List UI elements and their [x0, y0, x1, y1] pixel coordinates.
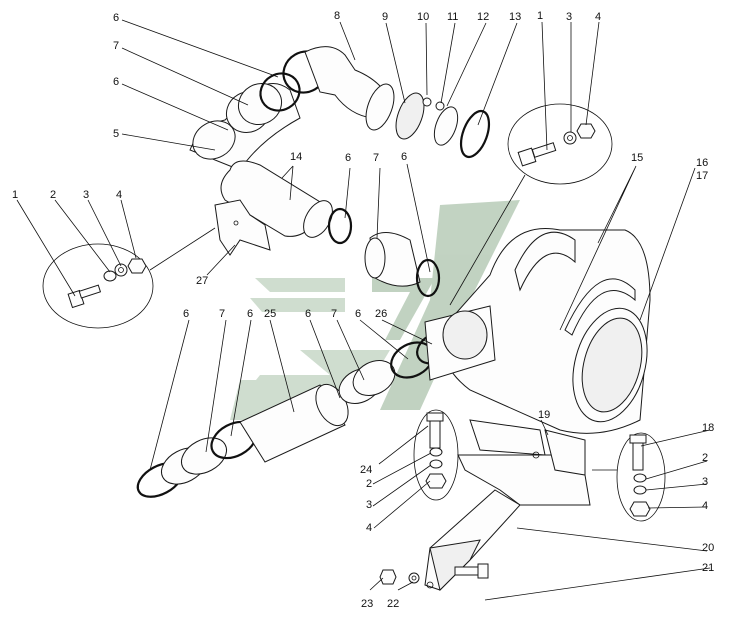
callout-4-right: 4 — [702, 500, 708, 512]
callout-16: 16 — [696, 157, 708, 169]
callout-4-left: 4 — [116, 189, 122, 201]
callout-4-center: 4 — [366, 522, 372, 534]
callout-2-right: 2 — [702, 452, 708, 464]
callout-12: 12 — [477, 11, 489, 23]
callout-3-left: 3 — [83, 189, 89, 201]
callout-15: 15 — [631, 152, 643, 164]
callout-9: 9 — [382, 11, 388, 23]
strap-15a — [514, 231, 576, 292]
callout-3-right: 3 — [702, 476, 708, 488]
callout-21: 21 — [702, 562, 714, 574]
flange-9 — [395, 92, 425, 140]
callout-8: 8 — [334, 10, 340, 22]
support-frame — [424, 419, 591, 591]
callout-6-lower-c: 6 — [305, 308, 311, 320]
callout-10: 10 — [417, 11, 429, 23]
callout-19: 19 — [538, 409, 550, 421]
callout-6-lower-d: 6 — [355, 308, 361, 320]
detail-ellipse-upper-right — [449, 103, 613, 306]
callout-4-upper: 4 — [595, 11, 601, 23]
callout-labels-all: 6 7 6 5 8 9 10 11 12 13 1 3 4 1 2 3 4 14… — [12, 10, 714, 610]
callout-3-upper: 3 — [566, 11, 572, 23]
strap-15b — [564, 278, 636, 336]
callout-6-lower-a: 6 — [183, 308, 189, 320]
callout-18: 18 — [702, 422, 714, 434]
callout-6-mid: 6 — [345, 152, 351, 164]
callout-17: 17 — [696, 170, 708, 182]
callout-27: 27 — [196, 275, 208, 287]
nut-10 — [422, 97, 432, 107]
leader-lines — [16, 19, 711, 601]
callout-7-mid: 7 — [373, 152, 379, 164]
callout-2-left: 2 — [50, 189, 56, 201]
bracket-27 — [214, 199, 271, 256]
callout-7-lower-a: 7 — [219, 308, 225, 320]
callout-22: 22 — [387, 598, 399, 610]
callout-13: 13 — [509, 11, 521, 23]
lower-pipe-run — [136, 331, 456, 498]
callout-25: 25 — [264, 308, 276, 320]
washer-11 — [435, 101, 445, 111]
callout-20: 20 — [702, 542, 714, 554]
callout-1-left: 1 — [12, 189, 18, 201]
washer-2-left — [103, 270, 117, 282]
callout-24: 24 — [360, 464, 372, 476]
silencer-body — [424, 228, 651, 434]
callout-6-lower-b: 6 — [247, 308, 253, 320]
callout-7-lower-b: 7 — [331, 308, 337, 320]
callout-26: 26 — [375, 308, 387, 320]
clamp-13 — [459, 109, 491, 159]
callout-2-center: 2 — [366, 478, 372, 490]
callout-6-mid2: 6 — [401, 151, 407, 163]
lock-washer-3-left — [114, 263, 128, 277]
detail-ellipse-lower-center — [413, 409, 459, 501]
bolt-1-left — [67, 284, 102, 309]
nut-4-left — [127, 258, 147, 274]
callout-23: 23 — [361, 598, 373, 610]
callout-1-upper: 1 — [537, 10, 543, 22]
middle-sleeve — [327, 207, 441, 298]
bolt-21 — [454, 563, 489, 579]
callout-14: 14 — [290, 151, 302, 163]
gasket-12 — [433, 106, 459, 146]
callout-6-top: 6 — [113, 12, 119, 24]
callout-5: 5 — [113, 128, 119, 140]
upper-pipe-run — [189, 46, 491, 238]
detail-ellipse-right — [592, 432, 666, 522]
callout-11: 11 — [447, 11, 458, 23]
washer-22 — [408, 572, 420, 584]
nut-23 — [379, 569, 397, 585]
detail-ellipse-left — [42, 227, 216, 329]
callout-7-top: 7 — [113, 40, 119, 52]
callout-3-center: 3 — [366, 499, 372, 511]
callout-6-second: 6 — [113, 76, 119, 88]
